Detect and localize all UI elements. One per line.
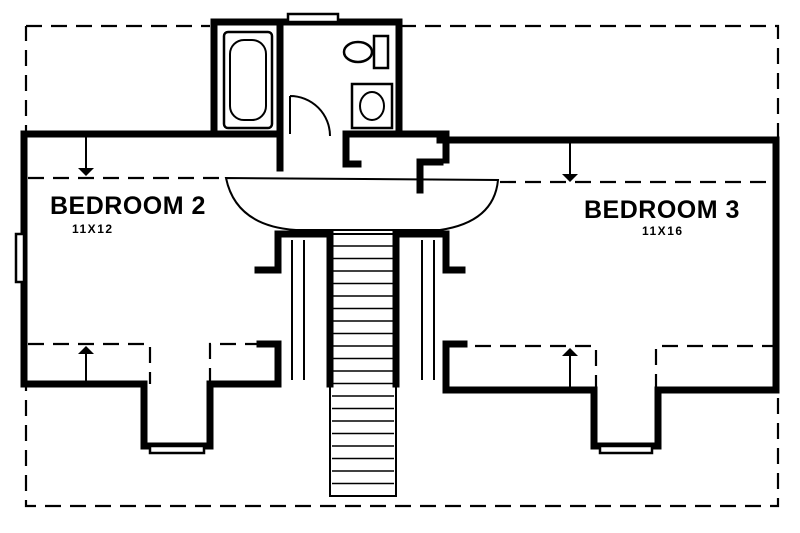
stair-treads <box>332 245 394 485</box>
bathtub-icon <box>222 30 274 130</box>
bathroom-window <box>286 12 340 24</box>
toilet-bowl-icon <box>342 40 374 64</box>
stairwell-right-wall <box>392 230 466 388</box>
bedroom2-dimensions: 11X12 <box>72 222 114 236</box>
bedroom2-dormer-window <box>148 444 206 455</box>
stair-rail-right <box>421 240 435 380</box>
stair-stringer <box>329 233 397 497</box>
roof-outline <box>24 24 780 508</box>
bedroom3-walls <box>436 136 780 450</box>
bedroom3-knee-wall-bottom <box>450 344 774 390</box>
bedroom3-label: BEDROOM 3 <box>584 196 740 224</box>
stairwell-lower-jambs <box>256 340 468 388</box>
bedroom3-dormer-window <box>598 444 654 455</box>
bedroom2-side-window <box>14 232 26 284</box>
bedroom3-dimensions: 11X16 <box>642 224 684 238</box>
slope-arrow-b3-bottom-head <box>562 348 578 356</box>
hall-wall-right <box>342 130 450 164</box>
bath-closet-jamb <box>342 130 362 168</box>
bathtub-basin <box>229 39 267 121</box>
landing-curve <box>224 176 500 231</box>
bedroom2-knee-wall-bottom <box>28 342 270 384</box>
slope-arrow-b2-top-head <box>78 168 94 176</box>
bath-door-swing <box>289 95 331 137</box>
slope-arrow-b2-bottom-head <box>78 346 94 354</box>
slope-arrow-b3-top-head <box>562 174 578 182</box>
bedroom2-label: BEDROOM 2 <box>50 192 206 220</box>
stairwell-left-wall <box>254 230 334 388</box>
closet-jamb-right <box>416 158 444 194</box>
sink-basin-icon <box>359 91 385 121</box>
hall-wall-left <box>210 130 284 172</box>
stair-rail-left <box>291 240 305 380</box>
toilet-tank-icon <box>372 34 390 70</box>
vanity-icon <box>350 82 394 130</box>
bedroom2-walls <box>20 130 284 450</box>
